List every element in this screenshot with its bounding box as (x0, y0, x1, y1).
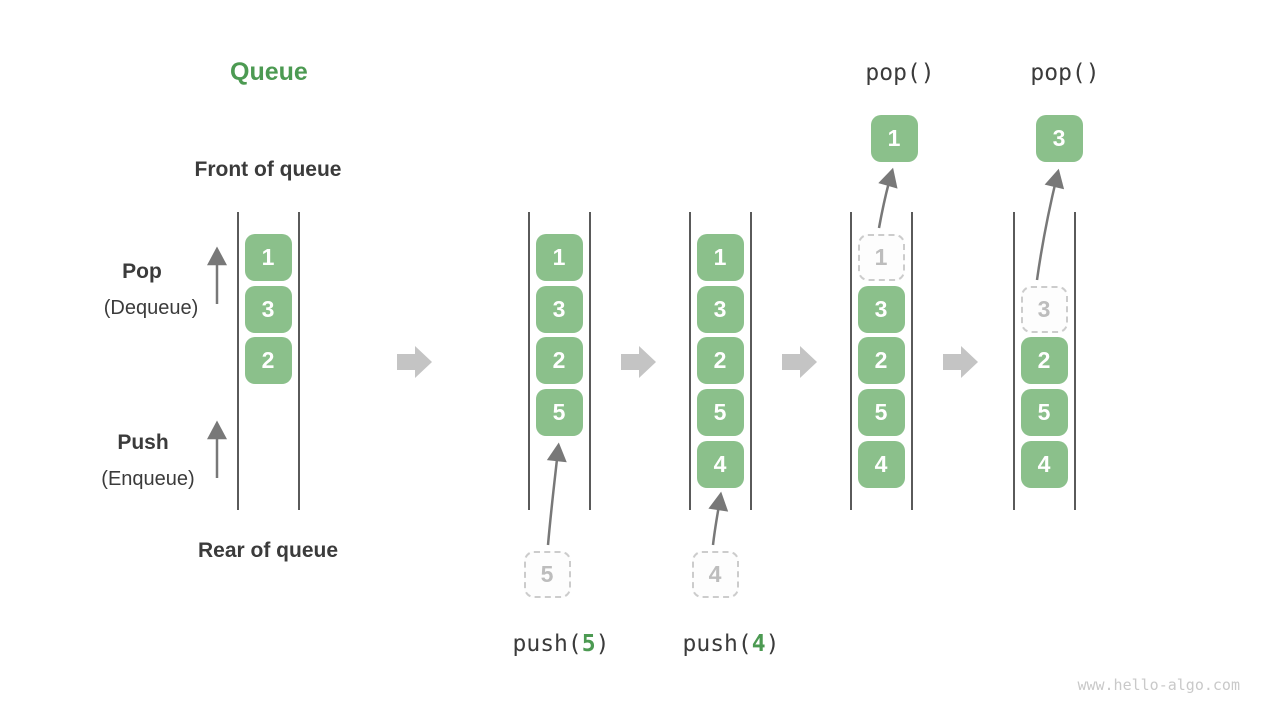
push-5-arrow (546, 442, 567, 546)
queue-cell: 1 (535, 234, 583, 281)
queue-rail-left (1013, 212, 1015, 510)
pop-op-label: pop() (1030, 60, 1100, 86)
queue-cell: 5 (535, 389, 583, 436)
incoming-cell-dashed: 4 (691, 551, 739, 598)
queue-rail-right (298, 212, 300, 510)
dequeue-label: (Dequeue) (103, 297, 199, 319)
pop-1-arrow (877, 167, 898, 229)
push-op-close: ) (765, 631, 780, 657)
queue-cell: 5 (696, 389, 744, 436)
push-label: Push (117, 431, 169, 454)
push-op-arg: 4 (751, 631, 766, 657)
queue-cell: 1 (244, 234, 292, 281)
queue-rail-left (528, 212, 530, 510)
queue-rail-right (750, 212, 752, 510)
transition-arrow-icon (621, 345, 657, 384)
queue-cell: 2 (857, 337, 905, 384)
push-op-fn: push( (682, 631, 752, 657)
queue-rail-right (589, 212, 591, 510)
push-op-arg: 5 (581, 631, 596, 657)
queue-cell: 2 (244, 337, 292, 384)
diagram-title: Queue (230, 58, 308, 86)
queue-rail-left (689, 212, 691, 510)
queue-cell: 2 (1020, 337, 1068, 384)
queue-rail-left (850, 212, 852, 510)
pop-3-arrow (1035, 168, 1065, 281)
transition-arrow-icon (782, 345, 818, 384)
queue-cell-dashed: 1 (857, 234, 905, 281)
push-op-fn: push( (512, 631, 582, 657)
pop-label: Pop (122, 260, 162, 283)
queue-cell: 3 (696, 286, 744, 333)
push-op-label: push(5) (513, 631, 610, 657)
queue-rail-right (1074, 212, 1076, 510)
transition-arrow-icon (943, 345, 979, 384)
queue-cell: 4 (857, 441, 905, 488)
watermark: www.hello-algo.com (1077, 676, 1240, 694)
queue-cell: 2 (535, 337, 583, 384)
incoming-cell-dashed: 5 (523, 551, 571, 598)
push-op-close: ) (595, 631, 610, 657)
rear-of-queue-label: Rear of queue (197, 539, 339, 562)
queue-cell: 4 (1020, 441, 1068, 488)
queue-cell-dashed: 3 (1020, 286, 1068, 333)
enqueue-label: (Enqueue) (101, 468, 195, 490)
queue-cell: 3 (244, 286, 292, 333)
queue-cell: 1 (696, 234, 744, 281)
queue-cell: 3 (857, 286, 905, 333)
queue-cell: 4 (696, 441, 744, 488)
queue-cell: 5 (857, 389, 905, 436)
popped-cell: 1 (870, 115, 918, 162)
queue-rail-left (237, 212, 239, 510)
queue-rail-right (911, 212, 913, 510)
push-4-arrow (708, 491, 729, 546)
pop-op-label: pop() (865, 60, 935, 86)
queue-cell: 3 (535, 286, 583, 333)
transition-arrow-icon (397, 345, 433, 384)
front-of-queue-label: Front of queue (194, 158, 342, 181)
push-op-label: push(4) (683, 631, 780, 657)
queue-cell: 2 (696, 337, 744, 384)
popped-cell: 3 (1035, 115, 1083, 162)
queue-cell: 5 (1020, 389, 1068, 436)
